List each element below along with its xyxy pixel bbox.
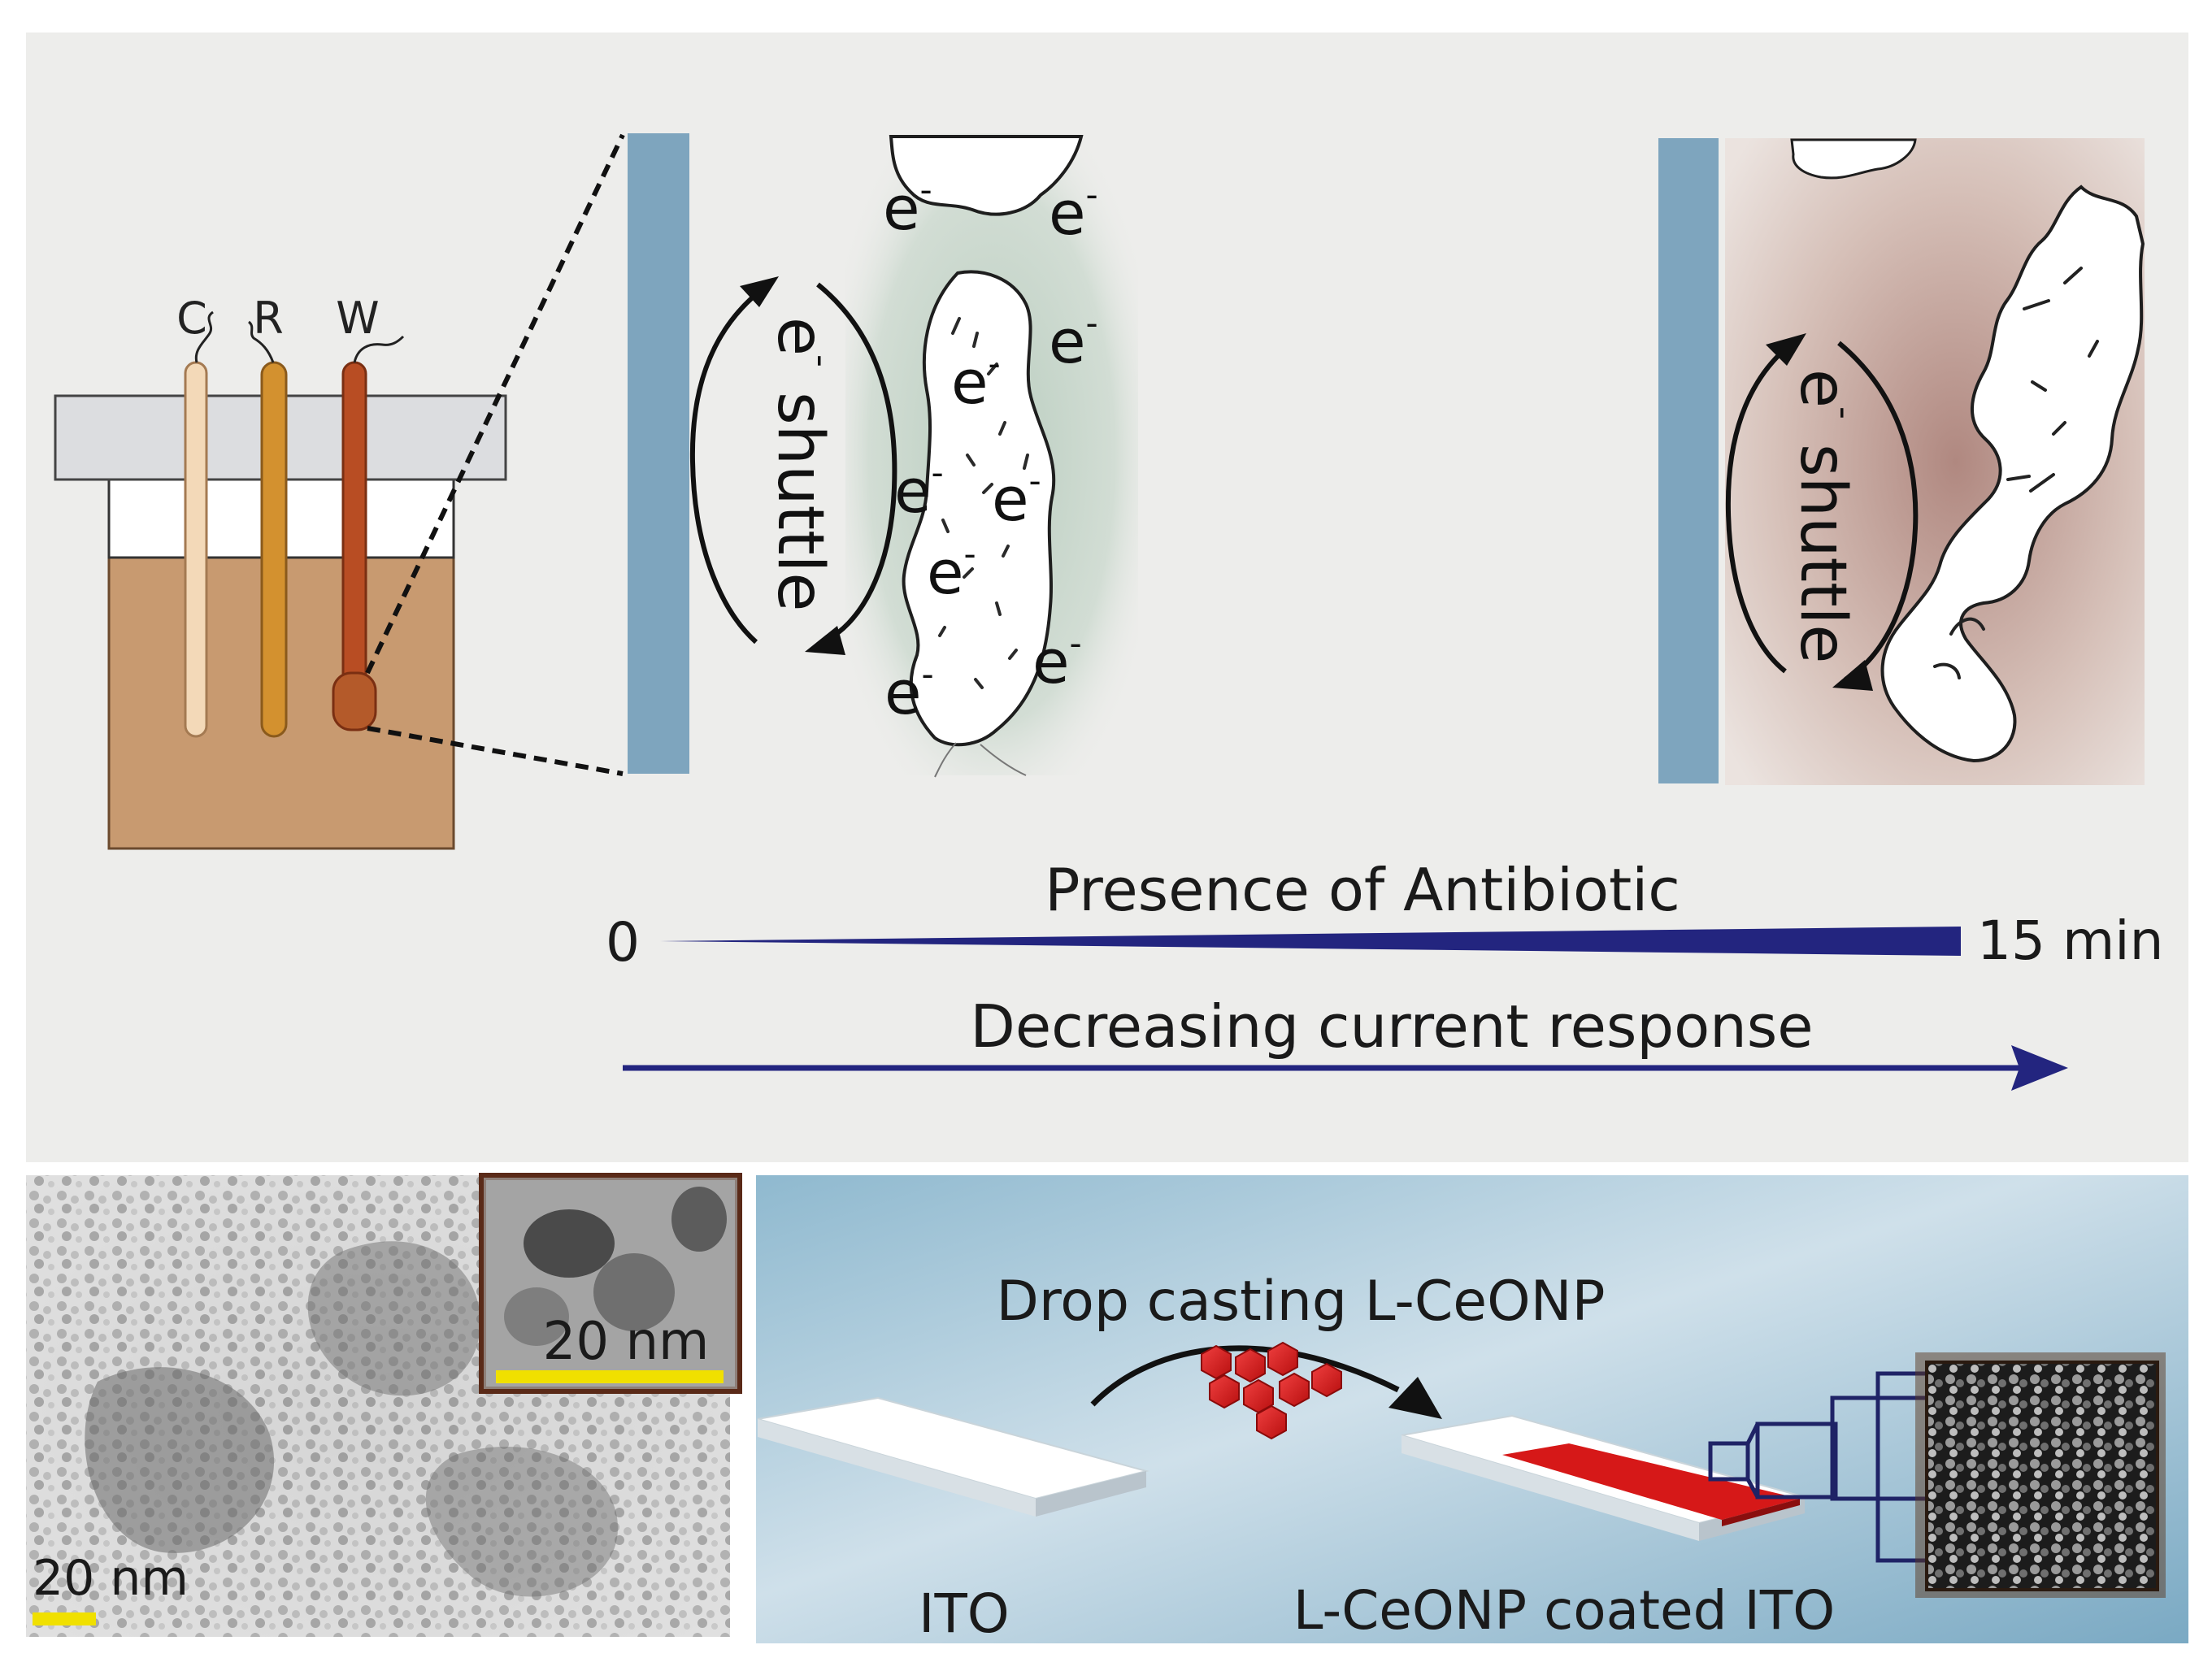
counter-electrode <box>184 361 208 738</box>
tem-inset: 20 nm <box>479 1173 742 1394</box>
antibiotic-wedge <box>660 927 1961 956</box>
shuttle-cycle-arrow <box>689 282 897 646</box>
shuttle-arrowhead-top <box>740 276 779 307</box>
damaged-bacterium-body <box>1880 184 2145 763</box>
tem-inset-particle-3 <box>504 1287 569 1346</box>
shuttle-cycle-arrow-after <box>1725 341 1919 682</box>
damaged-bacterium-texture <box>1933 267 2099 679</box>
bacterium-rod <box>902 270 1056 747</box>
ceonp-coating-edge <box>1722 1499 1800 1526</box>
current-arrowhead <box>2011 1045 2068 1091</box>
shuttle-arrowhead-bottom <box>805 626 845 655</box>
zoom-line-top <box>365 133 625 675</box>
nanoparticle <box>1311 1362 1342 1398</box>
nanoparticle <box>1209 1374 1240 1409</box>
tem-micrograph: 20 nm 20 nm <box>26 1173 742 1637</box>
tem-main-scale-label: 20 nm <box>33 1550 189 1607</box>
current-response-arrow: Decreasing current response <box>623 992 2068 1091</box>
nanoparticle <box>1235 1348 1266 1383</box>
shuttle-label-before: e - shuttle <box>763 317 842 611</box>
electron-8: e- <box>1032 623 1082 697</box>
tem-dense-cluster-3 <box>425 1447 618 1597</box>
electron-9: e- <box>884 654 934 728</box>
electrode-surface-before <box>628 133 689 774</box>
counter-lead-wire <box>194 310 214 363</box>
shuttle-word-after: shuttle <box>1786 444 1859 663</box>
nanoparticle <box>1267 1341 1298 1377</box>
electron-6: e- <box>992 461 1041 535</box>
ito-slide-side <box>758 1419 1036 1517</box>
zoom-panel-before: e - shuttle e- e- e- e- e- e- e- e- e- <box>628 133 1138 778</box>
zoom-box-2 <box>1755 1421 1838 1500</box>
shuttle-minus: - <box>801 354 842 367</box>
tem-inset-particle-1 <box>524 1209 615 1278</box>
ito-slide-edge <box>1036 1471 1146 1517</box>
bacterium-flagella <box>934 742 1027 778</box>
nanoparticle <box>1256 1404 1287 1440</box>
tem-dense-cluster-1 <box>85 1367 275 1553</box>
reference-lead-wire <box>247 320 275 363</box>
sem-inset-image <box>1925 1361 2159 1591</box>
shuttle-e-after: e <box>1786 369 1859 408</box>
damaged-bacterium-top <box>1790 138 1917 180</box>
shuttle-word: shuttle <box>763 392 837 611</box>
working-electrode-tip <box>332 671 377 731</box>
antibiotic-label: Presence of Antibiotic <box>1045 856 1680 924</box>
electrode-surface-after <box>1658 138 1719 783</box>
nanoparticle <box>1279 1372 1310 1408</box>
electron-3: e- <box>1049 303 1098 377</box>
sem-inset <box>1915 1352 2166 1598</box>
ceonp-coating <box>1502 1443 1800 1520</box>
shuttle-arrowhead-top-after <box>1766 333 1806 366</box>
electron-1: e- <box>883 170 932 244</box>
zoom-connector-1 <box>1745 1422 1760 1445</box>
nanoparticle-cluster <box>1201 1341 1342 1440</box>
tem-inset-scale-label: 20 nm <box>543 1312 710 1372</box>
coated-ito-slide-side <box>1402 1435 1699 1541</box>
fabrication-panel: Drop casting L-CeONP ITO L-CeONP coated … <box>756 1175 2188 1645</box>
zoom-box-1 <box>1708 1441 1750 1482</box>
electron-7: e- <box>927 534 976 608</box>
electron-4: e- <box>951 344 1001 418</box>
timeline-end: 15 min <box>1977 909 2163 972</box>
reference-label: R <box>253 293 284 344</box>
bacterium-small <box>889 135 1084 216</box>
tem-dense-cluster-2 <box>307 1241 480 1396</box>
tem-inset-particle-2 <box>593 1253 675 1331</box>
electron-2: e- <box>1049 175 1098 249</box>
electron-labels: e- e- e- e- e- e- e- e- e- <box>883 170 1098 728</box>
tem-inset-particle-4 <box>671 1187 727 1252</box>
shuttle-arrowhead-bottom-after <box>1832 660 1873 691</box>
shuttle-label-after: e - shuttle <box>1786 369 1865 663</box>
timeline-start: 0 <box>606 911 640 974</box>
bacterium-texture <box>938 317 1029 689</box>
shuttle-e: e <box>763 317 837 356</box>
nanoparticle <box>1201 1344 1232 1380</box>
drop-casting-label: Drop casting L-CeONP <box>996 1270 1605 1334</box>
working-label: W <box>336 293 379 344</box>
working-lead-wire <box>353 335 405 363</box>
zoom-connector-2 <box>1745 1478 1760 1499</box>
reference-electrode <box>260 361 288 738</box>
tem-inset-scale-bar <box>496 1370 724 1383</box>
ito-label: ITO <box>919 1582 1010 1645</box>
working-electrode <box>341 361 367 689</box>
nanoparticle <box>1243 1378 1274 1414</box>
electron-5: e- <box>894 453 944 527</box>
antibiotic-timeline: Presence of Antibiotic 0 15 min <box>606 856 2163 974</box>
zoom-panel-after: e - shuttle <box>1658 138 2145 785</box>
drop-cast-arrowhead <box>1388 1377 1442 1419</box>
counter-label: C <box>176 293 207 344</box>
tem-main-scale-bar <box>33 1612 96 1625</box>
current-label: Decreasing current response <box>970 992 1813 1061</box>
electrochemical-cell: C R W <box>54 293 507 850</box>
coated-ito-label: L-CeONP coated ITO <box>1293 1579 1835 1642</box>
zoom-line-bottom <box>367 726 624 776</box>
shuttle-minus-after: - <box>1823 406 1865 419</box>
